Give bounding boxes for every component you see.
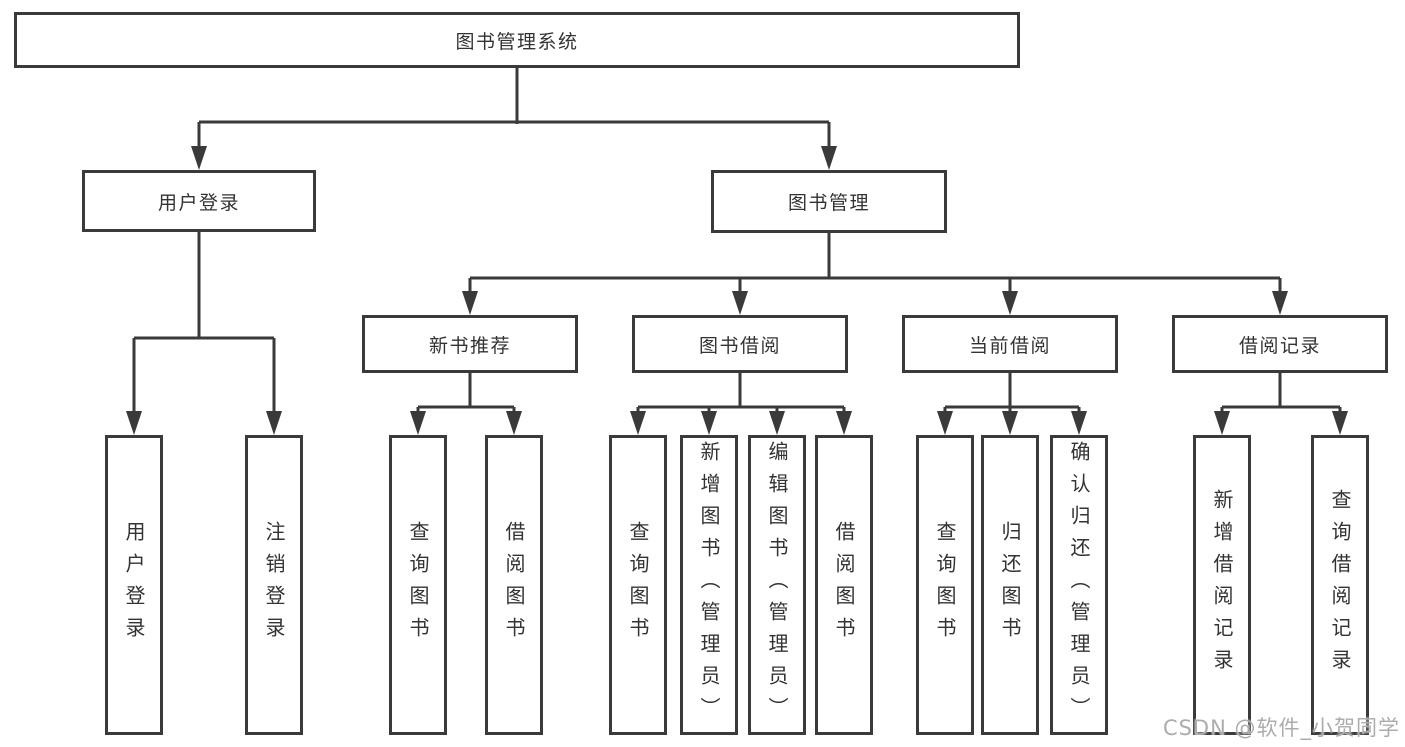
leaf-query-books-borrowing: 查询图书 xyxy=(609,435,667,735)
leaf-borrow-books-recommend: 借阅图书 xyxy=(485,435,543,735)
leaf-query-books-recommend: 查询图书 xyxy=(389,435,447,735)
leaf-query-books-current: 查询图书 xyxy=(916,435,974,735)
leaf-query-borrow-record: 查询借阅记录 xyxy=(1311,435,1369,735)
node-new-book-recommend: 新书推荐 xyxy=(362,315,578,373)
leaf-edit-books-admin: 编辑图书（管理员） xyxy=(748,435,806,735)
node-root: 图书管理系统 xyxy=(14,12,1020,68)
node-book-management: 图书管理 xyxy=(711,170,947,233)
csdn-watermark: CSDN @软件_小贺同学 xyxy=(1162,716,1400,740)
node-book-management-label: 图书管理 xyxy=(787,192,870,214)
leaf-add-borrow-record: 新增借阅记录 xyxy=(1193,435,1251,735)
node-borrowing-records: 借阅记录 xyxy=(1172,315,1388,373)
node-user-login: 用户登录 xyxy=(82,170,316,232)
node-user-login-label: 用户登录 xyxy=(157,191,240,214)
node-borrowing-records-label: 借阅记录 xyxy=(1238,334,1321,357)
leaf-user-login: 用户登录 xyxy=(105,435,163,735)
node-book-borrowing: 图书借阅 xyxy=(632,315,848,373)
node-book-borrowing-label: 图书借阅 xyxy=(698,334,781,357)
leaf-confirm-return-admin: 确认归还（管理员） xyxy=(1050,435,1108,735)
leaf-add-books-admin: 新增图书（管理员） xyxy=(680,435,738,735)
leaf-return-books: 归还图书 xyxy=(981,435,1039,735)
node-new-book-recommend-label: 新书推荐 xyxy=(428,334,511,357)
node-root-label: 图书管理系统 xyxy=(455,30,579,53)
node-current-borrowing: 当前借阅 xyxy=(902,315,1118,373)
leaf-logout: 注销登录 xyxy=(245,435,303,735)
node-current-borrowing-label: 当前借阅 xyxy=(968,334,1051,357)
leaf-borrow-books-borrowing: 借阅图书 xyxy=(815,435,873,735)
